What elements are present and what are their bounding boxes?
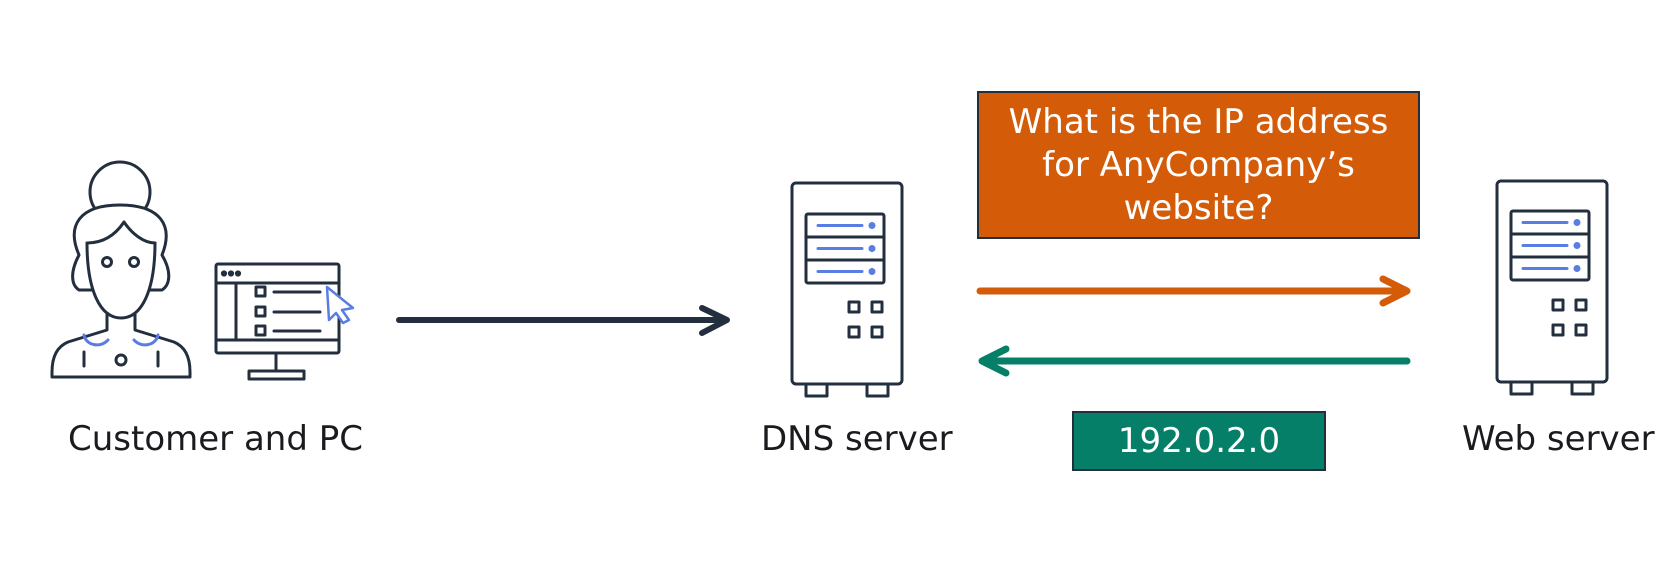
dns-query-message-box: What is the IP address for AnyCompany’s … xyxy=(977,91,1420,239)
customer-icon xyxy=(50,160,192,379)
pc-monitor-icon xyxy=(214,262,355,381)
web-server-icon xyxy=(1495,179,1609,396)
dns-server-icon xyxy=(790,181,904,398)
ip-answer-text: 192.0.2.0 xyxy=(1117,421,1281,461)
ip-answer-message-box: 192.0.2.0 xyxy=(1072,411,1326,471)
web-server-label: Web server xyxy=(1462,419,1655,459)
customer-label: Customer and PC xyxy=(68,419,363,459)
dns-query-text: What is the IP address for AnyCompany’s … xyxy=(1008,101,1389,228)
dns-server-label: DNS server xyxy=(761,419,953,459)
customer-to-dns-arrow xyxy=(396,305,730,336)
request-arrow xyxy=(976,275,1411,307)
response-arrow xyxy=(978,345,1411,377)
